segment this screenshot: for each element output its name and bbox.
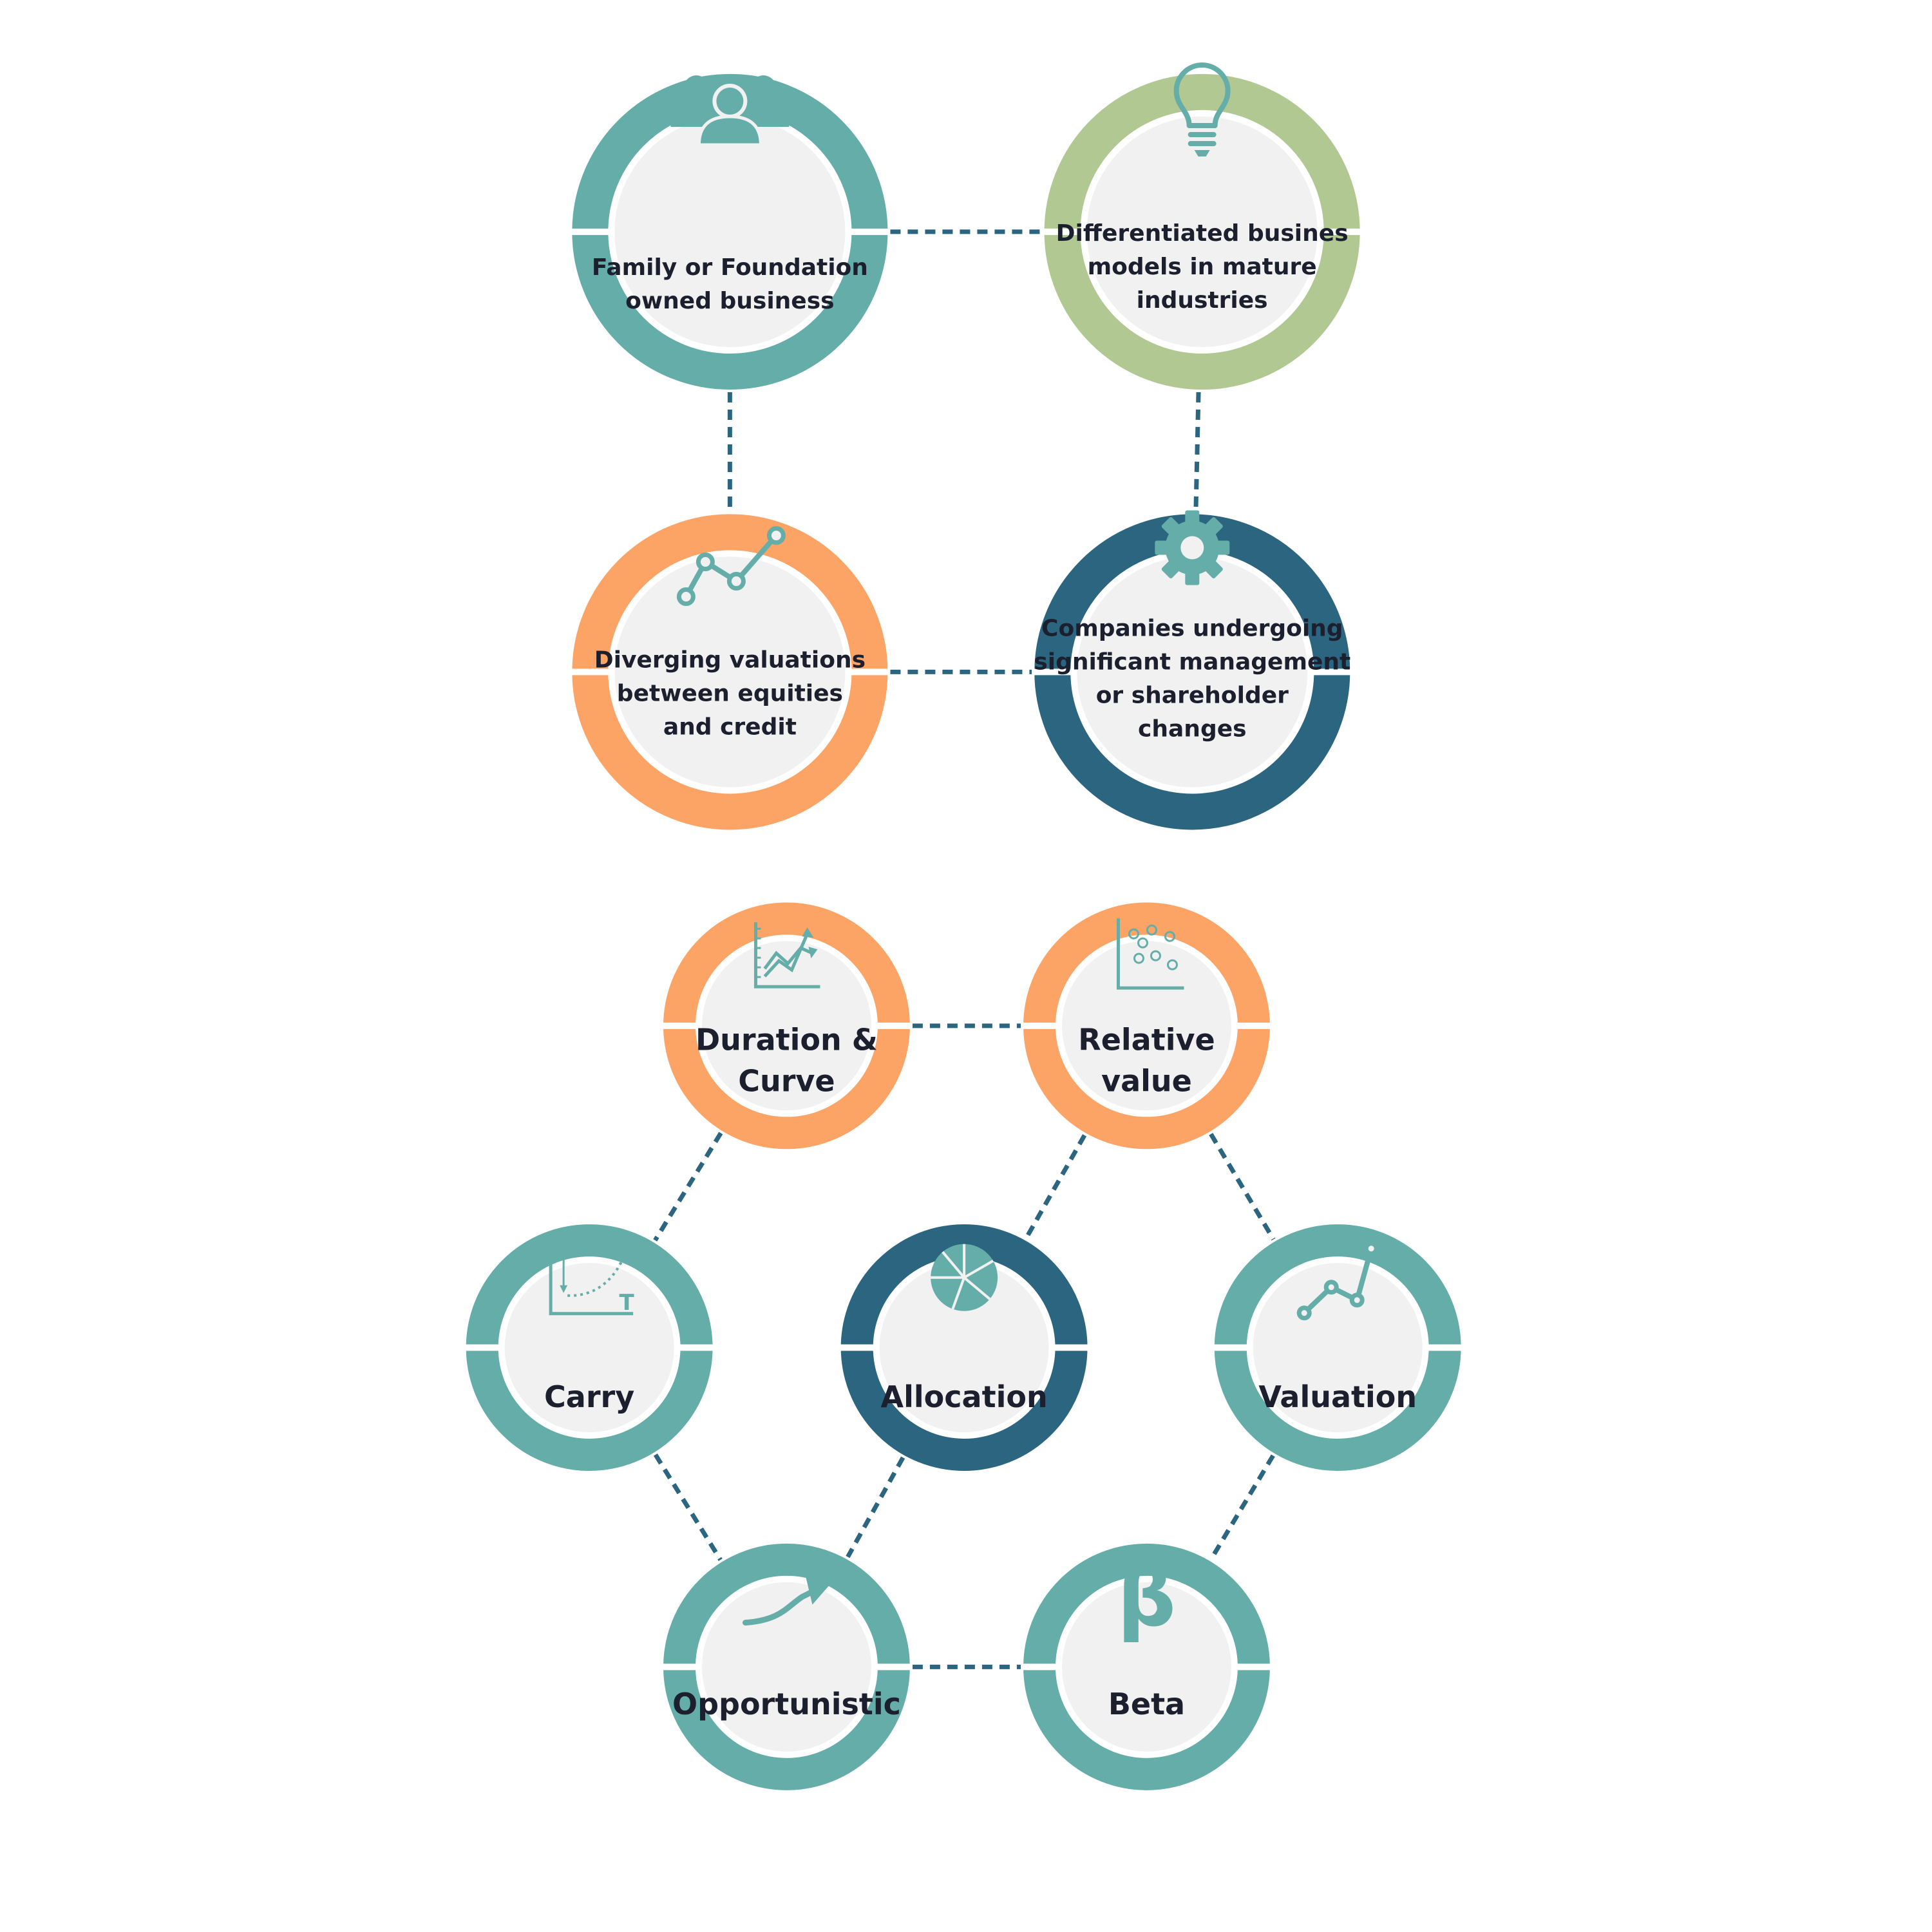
node-label-line: models in mature	[1088, 254, 1317, 280]
line-chart-icon	[1296, 1241, 1379, 1321]
ring-notch-right	[1048, 1344, 1090, 1351]
node-inner	[1077, 556, 1308, 788]
line-chart-icon	[676, 526, 786, 607]
node-inner	[614, 556, 846, 788]
node-valuation: Valuation	[1211, 1224, 1464, 1471]
node-duration: Duration & Curve	[660, 902, 913, 1150]
node-allocation: Allocation	[838, 1224, 1090, 1471]
ring-notch-right	[1317, 228, 1363, 235]
node-inner	[614, 116, 846, 347]
ring-notch-left	[1021, 1663, 1063, 1671]
ring-notch-left	[569, 228, 615, 235]
ring-notch-right	[1231, 1022, 1273, 1029]
node-label-line: Relative	[1078, 1023, 1215, 1057]
node-label-line: significant management	[1034, 649, 1350, 676]
ring-notch-left	[660, 1663, 702, 1671]
yield-curve-icon: RT	[549, 1227, 634, 1316]
ring-notch-left	[1021, 1022, 1063, 1029]
node-label-line: Curve	[738, 1064, 835, 1099]
connector-allocation-opportunistic	[846, 1456, 905, 1558]
node-inner	[701, 941, 871, 1111]
node-label-line: between equities	[617, 681, 843, 707]
ring-notch-left	[1211, 1344, 1253, 1351]
node-label-line: Duration &	[696, 1023, 878, 1057]
ring-notch-right	[1307, 668, 1353, 676]
node-inner	[504, 1263, 674, 1432]
node-label-line: or shareholder	[1096, 683, 1289, 709]
scatter-plot-icon	[1116, 918, 1184, 990]
pie-chart-icon	[931, 1244, 998, 1311]
ring-notch-right	[1422, 1344, 1464, 1351]
node-inner	[1253, 1263, 1423, 1432]
node-inner	[1086, 116, 1318, 347]
ring-notch-left	[569, 668, 615, 676]
ring-notch-left	[660, 1022, 702, 1029]
node-label-line: Diverging valuations	[594, 647, 866, 674]
node-differentiated: Differentiated busines models in mature in…	[1041, 62, 1363, 390]
ring-notch-left	[1041, 228, 1087, 235]
ring-notch-right	[871, 1663, 913, 1671]
ring-notch-right	[845, 668, 891, 676]
connector-relative-allocation	[1024, 1134, 1087, 1240]
node-label-line: value	[1101, 1064, 1192, 1099]
connector-relative-valuation	[1209, 1133, 1276, 1241]
node-label-line: Companies undergoing	[1041, 616, 1343, 642]
node-family: Family or Foundation owned business	[569, 73, 891, 390]
ring-notch-left	[463, 1344, 505, 1351]
node-inner	[1062, 941, 1231, 1111]
ring-notch-left	[1032, 668, 1077, 676]
curved-arrow-icon	[742, 1577, 831, 1626]
carry-icon-t-label: T	[620, 1290, 635, 1316]
node-label-line: and credit	[663, 714, 797, 741]
node-label-line: Opportunistic	[672, 1687, 901, 1721]
node-inner	[1062, 1582, 1231, 1752]
connector-differentiated-companies	[1193, 392, 1201, 512]
node-inner	[879, 1263, 1049, 1432]
gear-icon	[1155, 510, 1230, 585]
nodes: Family or Foundation owned business Differ…	[463, 62, 1464, 1790]
people-icon	[670, 75, 790, 147]
node-relative: Relative value	[1021, 902, 1273, 1150]
ring-notch-right	[871, 1022, 913, 1029]
ring-notch-right	[845, 228, 891, 235]
node-label-line: Valuation	[1258, 1379, 1417, 1414]
node-companies: Companies undergoing significant manageme…	[1032, 510, 1353, 830]
node-label-line: changes	[1138, 716, 1247, 743]
node-label-line: Family or Foundation	[592, 254, 868, 281]
connector-duration-carry	[653, 1132, 723, 1242]
node-label-line: Allocation	[881, 1379, 1048, 1414]
ring-notch-right	[674, 1344, 715, 1351]
node-label-line: owned business	[625, 288, 834, 314]
ring-notch-left	[838, 1344, 880, 1351]
ring-notch-right	[1231, 1663, 1273, 1671]
trend-chart-icon	[753, 922, 820, 989]
beta-icon: β	[1117, 1549, 1177, 1645]
node-label-line: Carry	[544, 1379, 634, 1414]
lightbulb-icon	[1173, 62, 1231, 157]
node-label-line: industries	[1137, 287, 1268, 314]
connector-valuation-beta	[1209, 1454, 1275, 1560]
beta-glyph: β	[1117, 1549, 1177, 1645]
connector-carry-opportunistic	[653, 1453, 723, 1561]
node-opportunistic: Opportunistic	[660, 1543, 913, 1790]
carry-icon-r-label: R	[549, 1227, 565, 1253]
node-diverging: Diverging valuations between equities and …	[569, 514, 891, 830]
connectors	[653, 229, 1276, 1669]
node-label-line: Beta	[1108, 1687, 1185, 1721]
node-label-line: Differentiated busines	[1056, 220, 1349, 247]
